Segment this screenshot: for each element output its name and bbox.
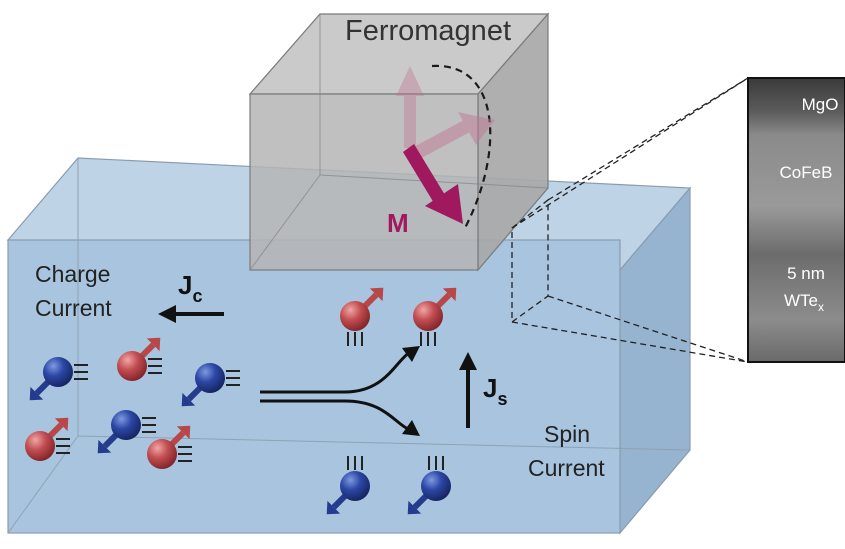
spin-arrow-head (54, 417, 69, 432)
spin-arrow-head (369, 287, 384, 302)
electron-spins (25, 287, 457, 515)
spin-hall-splitting-arrows (260, 346, 420, 436)
tem-zoom-lines (511, 77, 749, 363)
electron-ball (43, 357, 73, 387)
electron-ball (25, 431, 55, 461)
spin-arrow-head (442, 287, 457, 302)
magnetization-precession: M (387, 64, 495, 238)
motion-lines (226, 370, 240, 386)
motion-lines (142, 417, 156, 433)
motion-lines (420, 332, 436, 346)
magnetization-arrow-tilted-faded (408, 112, 495, 162)
spin-current-label-line2: Current (528, 455, 605, 481)
spin-current-label-line1: Spin (544, 421, 590, 447)
spin-arrow-head (146, 337, 161, 352)
electron-ball (147, 439, 177, 469)
jc-subscript: c (192, 286, 202, 306)
electron-spin-up (413, 287, 457, 346)
tem-wte-main: WTe (784, 291, 818, 310)
spin-arrow-head (326, 500, 341, 515)
electron-spin-down (29, 357, 88, 401)
charge-current-label-line1: Charge (35, 261, 110, 287)
electron-ball (117, 351, 147, 381)
magnetization-label: M (387, 208, 409, 238)
spin-arrow-head (97, 439, 112, 454)
precession-dashed-path (431, 64, 492, 229)
tem-layer-cofeb: CoFeB (780, 163, 833, 182)
spin-arrow-head (407, 500, 422, 515)
spin-arrow-head (29, 386, 44, 401)
electron-spin-down (181, 363, 240, 407)
electron-ball (340, 301, 370, 331)
motion-lines (74, 364, 88, 380)
electron-spin-down (326, 456, 370, 515)
js-subscript: s (497, 389, 507, 409)
electron-ball (421, 471, 451, 501)
spin-arrow-head (176, 425, 191, 440)
tem-inset: MgO CoFeB 5 nm WTex (747, 77, 845, 363)
charge-current-arrow (158, 305, 224, 323)
electron-spin-up (147, 425, 192, 469)
motion-lines (178, 446, 192, 462)
electron-spin-down (407, 456, 451, 515)
spin-current-arrow (459, 352, 477, 428)
jc-main: J (178, 270, 192, 300)
electron-spin-down (97, 410, 156, 454)
charge-current-label-line2: Current (35, 295, 112, 321)
motion-lines (56, 438, 70, 454)
magnetization-arrow-solid (403, 144, 463, 224)
motion-lines (428, 456, 444, 470)
electron-ball (195, 363, 225, 393)
magnetization-arrow-up-faded (396, 66, 424, 148)
electron-ball (111, 410, 141, 440)
motion-lines (347, 332, 363, 346)
tem-wte-sub: x (818, 300, 824, 314)
js-label: Js (483, 373, 507, 409)
electron-spin-up (25, 417, 70, 461)
electron-ball (340, 471, 370, 501)
spin-arrow-head (181, 392, 196, 407)
js-main: J (483, 373, 497, 403)
tem-scale-label: 5 nm (787, 264, 825, 283)
ferromagnet-label: Ferromagnet (345, 15, 511, 47)
tem-layer-mgo: MgO (802, 95, 839, 114)
electron-spin-up (340, 287, 384, 346)
electron-ball (413, 301, 443, 331)
tem-layer-wtex: WTex (784, 291, 824, 314)
electron-spin-up (117, 337, 162, 381)
motion-lines (347, 456, 363, 470)
jc-label: Jc (178, 270, 202, 306)
motion-lines (148, 358, 162, 374)
